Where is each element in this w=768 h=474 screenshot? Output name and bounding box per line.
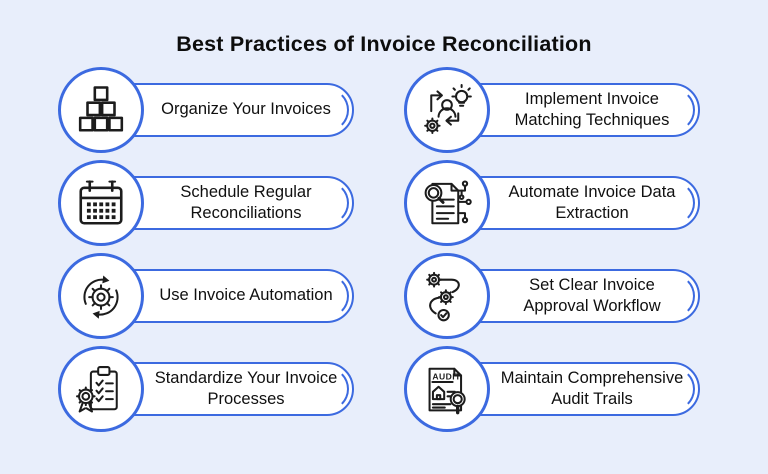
item-label: Maintain Comprehensive Audit Trails [500, 368, 684, 408]
document-magnifier-circuit-icon [424, 180, 472, 225]
practice-item-approval: Set Clear Invoice Approval Workflow [404, 252, 700, 340]
item-icon-circle: AUDIT [404, 346, 490, 432]
item-label: Automate Invoice Data Extraction [508, 182, 676, 222]
item-label: Use Invoice Automation [159, 286, 333, 305]
item-icon-circle [404, 253, 490, 339]
boxes-stack-icon [78, 86, 124, 132]
workflow-gears-check-icon [426, 271, 460, 322]
practice-item-matching: Implement Invoice Matching Techniques [404, 66, 700, 154]
item-label: Set Clear Invoice Approval Workflow [523, 275, 661, 315]
checklist-award-icon [76, 366, 118, 413]
practice-item-extraction: Automate Invoice Data Extraction [404, 159, 700, 247]
practice-item-organize: Organize Your Invoices [58, 66, 354, 154]
item-icon-circle [58, 253, 144, 339]
practice-item-schedule: Schedule Regular Reconciliations [58, 159, 354, 247]
practices-grid: Organize Your Invoices [58, 66, 768, 433]
audit-label-text: AUDIT [432, 371, 461, 381]
item-icon-circle [404, 160, 490, 246]
practice-item-audit: AUDIT Maintain Comprehensive Audit Trail… [404, 345, 700, 433]
item-label: Standardize Your Invoice Processes [154, 368, 338, 408]
item-pill: Implement Invoice Matching Techniques [446, 83, 700, 137]
practice-item-standardize: Standardize Your Invoice Processes [58, 345, 354, 433]
item-icon-circle [404, 67, 490, 153]
item-label: Organize Your Invoices [161, 100, 331, 119]
item-label: Implement Invoice Matching Techniques [514, 89, 670, 129]
person-gear-lightbulb-icon [424, 84, 472, 134]
practice-item-automation: Use Invoice Automation [58, 252, 354, 340]
item-icon-circle [58, 346, 144, 432]
gear-cycle-arrows-icon [83, 275, 119, 319]
calendar-icon [79, 180, 123, 225]
item-icon-circle [58, 67, 144, 153]
item-label: Schedule Regular Reconciliations [180, 182, 312, 222]
page-title: Best Practices of Invoice Reconciliation [176, 32, 592, 56]
item-icon-circle [58, 160, 144, 246]
audit-document-magnifier-icon: AUDIT [428, 367, 466, 415]
